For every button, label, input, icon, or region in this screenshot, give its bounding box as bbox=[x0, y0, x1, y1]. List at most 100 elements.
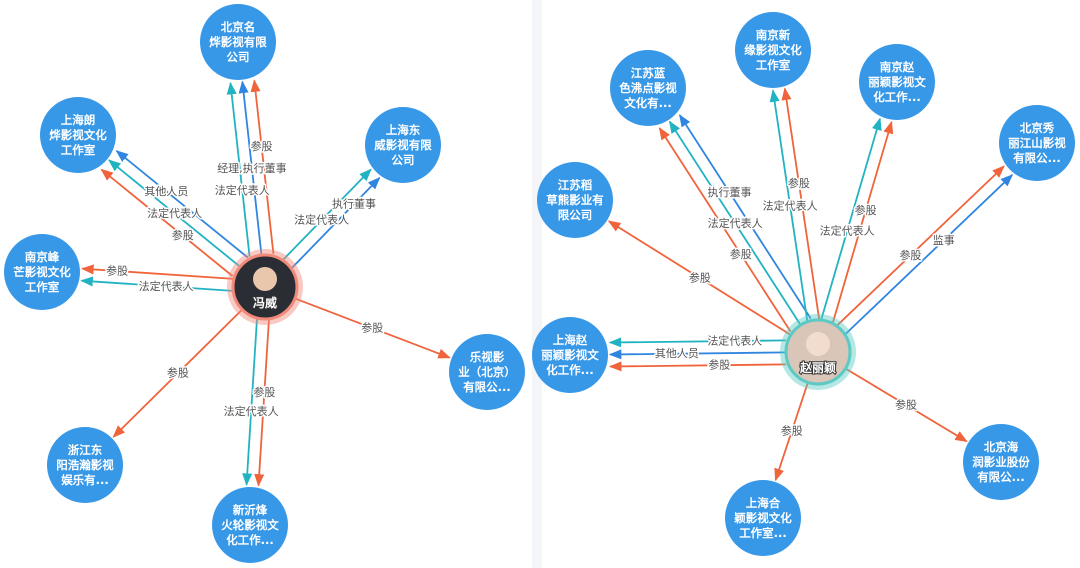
person-node[interactable]: 冯威 bbox=[227, 249, 303, 325]
relation-edge-legal_rep[interactable] bbox=[108, 159, 241, 268]
company-name: 烨影视文化 bbox=[49, 128, 107, 142]
relation-label: 法定代表人 bbox=[147, 206, 202, 220]
company-circle[interactable] bbox=[40, 97, 116, 173]
relation-edge-legal_rep[interactable] bbox=[668, 120, 802, 326]
relation-label: 参股 bbox=[708, 358, 730, 372]
company-name: 烨影视有限 bbox=[209, 35, 267, 49]
company-name: 上海东 bbox=[386, 123, 421, 137]
relation-label: 法定代表人 bbox=[763, 198, 818, 212]
relation-edge-legal_rep[interactable] bbox=[80, 276, 233, 292]
relation-label: 经理,执行董事 bbox=[217, 161, 287, 175]
relation-edge-executive[interactable] bbox=[678, 114, 812, 320]
relation-edge-shareholding[interactable] bbox=[836, 165, 1005, 327]
company-circle[interactable] bbox=[200, 4, 276, 80]
company-circle[interactable] bbox=[532, 317, 608, 393]
company-circle[interactable] bbox=[537, 162, 613, 238]
relation-edge-shareholding[interactable] bbox=[831, 120, 894, 324]
relation-label: 参股 bbox=[781, 424, 803, 438]
company-circle[interactable] bbox=[449, 334, 525, 410]
relation-edge-legal_rep[interactable] bbox=[226, 81, 251, 257]
relation-label: 参股 bbox=[361, 321, 383, 335]
company-circle[interactable] bbox=[735, 12, 811, 88]
relation-edge-legal_rep[interactable] bbox=[820, 117, 882, 320]
company-name: 色沸点影视 bbox=[619, 81, 677, 95]
company-node[interactable]: 浙江东阳浩瀚影视娱乐有... bbox=[47, 427, 123, 503]
company-name: 有限公... bbox=[977, 470, 1025, 484]
company-node[interactable]: 北京秀丽江山影视有限公... bbox=[999, 105, 1075, 181]
company-node[interactable]: 北京海润影业股份有限公... bbox=[963, 424, 1039, 500]
edges bbox=[80, 79, 1014, 487]
relation-edge-executive[interactable] bbox=[844, 174, 1014, 335]
company-node[interactable]: 上海赵丽颖影视文化工作... bbox=[532, 317, 608, 393]
relation-edge-shareholding[interactable] bbox=[250, 79, 275, 254]
relation-edge-legal_rep[interactable] bbox=[608, 337, 786, 348]
relation-label: 法定代表人 bbox=[215, 183, 270, 197]
company-name: 业（北京） bbox=[458, 365, 516, 379]
relation-label: 其他人员 bbox=[655, 347, 699, 360]
relation-label: 法定代表人 bbox=[708, 216, 763, 230]
company-circle[interactable] bbox=[47, 427, 123, 503]
company-name: 化工作... bbox=[873, 90, 921, 104]
relation-label: 法定代表人 bbox=[820, 224, 875, 238]
relation-label: 参股 bbox=[689, 271, 711, 285]
relation-edge-shareholding[interactable] bbox=[607, 220, 792, 336]
company-node[interactable]: 南京赵丽颖影视文化工作... bbox=[859, 44, 935, 120]
relation-edge-legal_rep[interactable] bbox=[769, 89, 809, 322]
company-name: 草熊影业有 bbox=[546, 193, 604, 207]
relation-edge-shareholding[interactable] bbox=[781, 87, 821, 320]
person-node[interactable]: 赵丽颖 bbox=[780, 314, 856, 390]
company-name: 工作室 bbox=[25, 280, 60, 294]
relation-edge-shareholding[interactable] bbox=[844, 367, 968, 443]
relation-edge-executive[interactable] bbox=[290, 176, 381, 269]
relation-edge-shareholding[interactable] bbox=[774, 382, 809, 482]
company-circle[interactable] bbox=[859, 44, 935, 120]
relation-edge-legal_rep[interactable] bbox=[242, 318, 258, 486]
company-name: 威影视有限 bbox=[374, 138, 432, 152]
company-circle[interactable] bbox=[4, 234, 80, 310]
company-circle[interactable] bbox=[610, 50, 686, 126]
relation-label: 法定代表人 bbox=[224, 404, 279, 418]
relation-label: 参股 bbox=[167, 366, 189, 380]
company-name: 芒影视文化 bbox=[13, 265, 71, 279]
relation-edge-shareholding[interactable] bbox=[608, 361, 787, 372]
company-node[interactable]: 乐视影业（北京）有限公... bbox=[449, 334, 525, 410]
company-circle[interactable] bbox=[725, 480, 801, 556]
company-circle[interactable] bbox=[212, 487, 288, 563]
company-node[interactable]: 新沂烽火轮影视文化工作... bbox=[212, 487, 288, 563]
relation-edge-shareholding[interactable] bbox=[100, 168, 234, 277]
relation-label: 执行董事 bbox=[332, 197, 376, 211]
company-name: 上海朗 bbox=[61, 113, 96, 127]
relation-edge-shareholding[interactable] bbox=[294, 297, 451, 359]
relation-edge-executive[interactable] bbox=[115, 150, 249, 259]
relation-label: 参股 bbox=[895, 397, 917, 411]
company-name: 工作室 bbox=[61, 143, 96, 157]
relation-edge-shareholding[interactable] bbox=[658, 127, 792, 333]
company-name: 丽颖影视文 bbox=[868, 75, 926, 89]
relation-edge-executive[interactable] bbox=[608, 349, 787, 360]
company-node[interactable]: 上海合颖影视文化工作室... bbox=[725, 480, 801, 556]
relation-edge-executive[interactable] bbox=[238, 80, 263, 256]
relation-edge-shareholding[interactable] bbox=[81, 264, 234, 280]
relation-edge-shareholding[interactable] bbox=[112, 308, 243, 438]
company-name: 阳浩瀚影视 bbox=[56, 458, 114, 472]
relation-label: 参股 bbox=[253, 385, 275, 399]
company-circle[interactable] bbox=[365, 107, 441, 183]
company-circle[interactable] bbox=[999, 105, 1075, 181]
company-name: 北京名 bbox=[221, 20, 256, 34]
relation-label: 法定代表人 bbox=[707, 334, 762, 348]
relation-label: 执行董事 bbox=[708, 185, 752, 199]
relation-label: 参股 bbox=[855, 203, 877, 217]
company-circle[interactable] bbox=[963, 424, 1039, 500]
relation-edge-shareholding[interactable] bbox=[254, 319, 270, 487]
relation-edge-legal_rep[interactable] bbox=[282, 168, 372, 261]
company-name: 南京赵 bbox=[880, 60, 915, 74]
company-node[interactable]: 江苏蓝色沸点影视文化有... bbox=[610, 50, 686, 126]
